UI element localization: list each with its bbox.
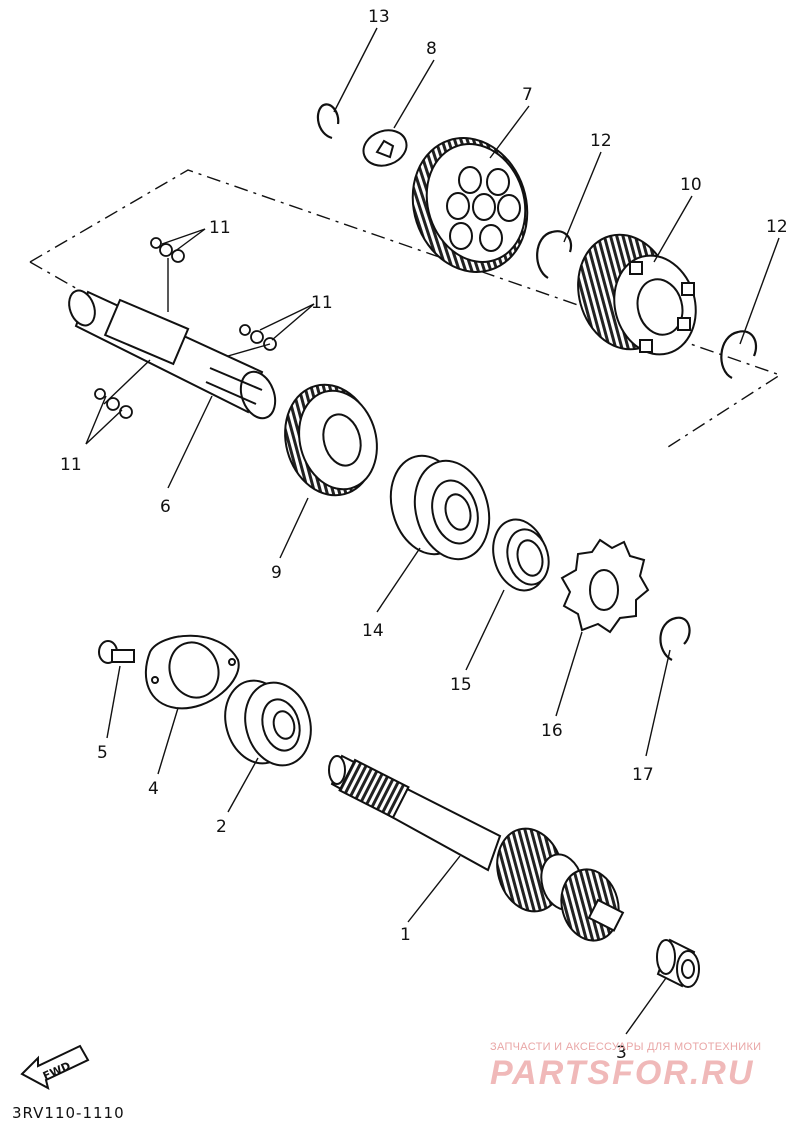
part-12-circlip-upper: [536, 230, 573, 279]
part-12-circlip-lower: [720, 330, 758, 379]
callout-12-upper: 12: [590, 131, 612, 151]
part-catalog-code: 3RV110-1110: [12, 1104, 125, 1122]
callout-5: 5: [97, 743, 108, 763]
part-4-retainer-plate: [144, 634, 240, 710]
part-15-oil-seal: [492, 518, 550, 592]
callout-14: 14: [362, 621, 384, 641]
part-13-circlip: [316, 103, 340, 140]
callout-9: 9: [271, 563, 282, 583]
callout-15: 15: [450, 675, 472, 695]
part-6-axle: [68, 289, 277, 420]
watermark-tagline: ЗАПЧАСТИ И АКСЕССУАРЫ ДЛЯ МОТОТЕХНИКИ: [490, 1041, 762, 1053]
part-1-main-shaft: [328, 754, 625, 942]
callout-11-top: 11: [209, 218, 231, 238]
callout-1: 1: [400, 925, 411, 945]
callout-6: 6: [160, 497, 171, 517]
callout-12-lower: 12: [766, 217, 788, 237]
callout-8: 8: [426, 39, 437, 59]
part-10-dog-gear: [577, 233, 697, 356]
callout-13: 13: [368, 7, 390, 27]
callout-10: 10: [680, 175, 702, 195]
callout-labels: 13 8 7 12 10 12 11 11 11 6 9 14 15 16 17…: [60, 7, 788, 1063]
fwd-arrow: FWD: [18, 1030, 92, 1090]
part-5-bolt: [98, 640, 135, 664]
part-9-gear: [284, 383, 378, 497]
part-8-washer: [362, 129, 408, 167]
part-11-ball-set-left: [94, 388, 133, 419]
callout-4: 4: [148, 779, 159, 799]
callout-11-left: 11: [60, 455, 82, 475]
watermark-logo: PARTSFOR.RU: [490, 1054, 755, 1092]
callout-3: 3: [616, 1043, 627, 1063]
part-7-gear: [411, 137, 529, 273]
part-14-bearing: [389, 454, 491, 561]
part-11-ball-set-top: [150, 237, 185, 263]
part-2-bearing: [224, 679, 312, 767]
part-11-ball-set-right: [239, 324, 277, 351]
leader-lines: [85, 27, 780, 1035]
part-3-collar: [656, 938, 700, 988]
callout-17: 17: [632, 765, 654, 785]
part-17-circlip: [659, 616, 691, 661]
callout-16: 16: [541, 721, 563, 741]
part-16-sprocket: [560, 538, 650, 634]
fwd-arrow-icon: FWD: [20, 1044, 90, 1090]
callout-2: 2: [216, 817, 227, 837]
callout-11-right: 11: [311, 293, 333, 313]
callout-7: 7: [522, 85, 533, 105]
